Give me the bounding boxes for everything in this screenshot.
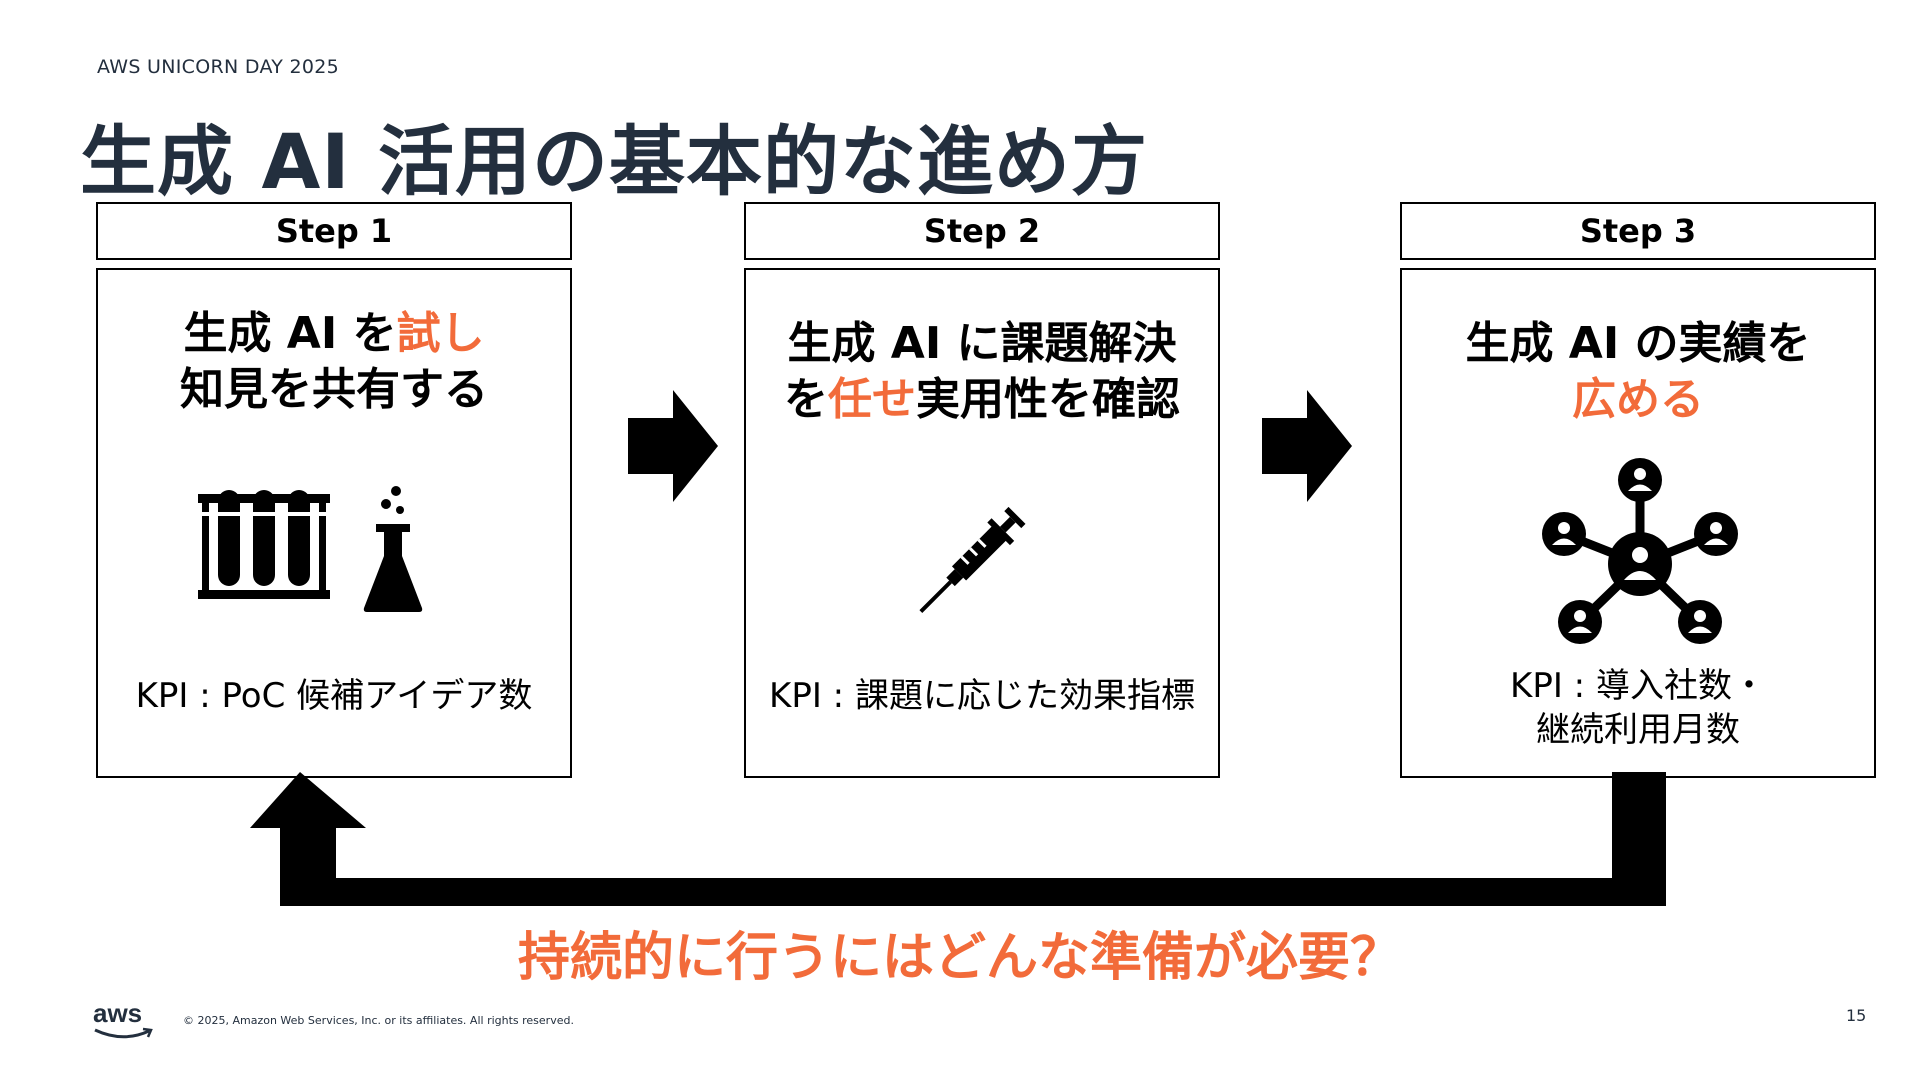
copyright-notice: © 2025, Amazon Web Services, Inc. or its… [183,1014,574,1027]
step-3-kpi: KPI : 導入社数・ 継続利用月数 [1510,666,1766,750]
step-1-title-line-2: 知見を共有する [180,364,488,415]
step-2-header: Step 2 [744,202,1220,260]
step-1-kpi: KPI : PoC 候補アイデア数 [135,676,533,716]
step-3-card: 生成 AI の実績を 広める [1400,268,1876,778]
right-arrow-icon [628,390,718,506]
step-1-title-line-1: 生成 AI を試し [183,308,485,359]
step-3-title-line-1: 生成 AI の実績を [1465,318,1811,369]
aws-logo-text: aws [93,998,143,1028]
right-arrow-icon [1262,390,1352,506]
step-3-header: Step 3 [1400,202,1876,260]
step-1-title: 生成 AI を試し 知見を共有する [98,306,570,418]
flask-icon [362,486,424,620]
step-1-card: 生成 AI を試し 知見を共有する [96,268,572,778]
aws-smile-icon [94,1027,153,1039]
step-1-column: Step 1 生成 AI を試し 知見を共有する [96,202,572,780]
network-people-icon [1540,458,1740,652]
aws-logo: aws [93,1000,155,1041]
step-3-title-line-2: 広める [1572,374,1704,425]
loop-back-arrow-icon [250,772,1702,914]
step-3-column: Step 3 生成 AI の実績を 広める [1400,202,1876,780]
event-label: AWS UNICORN DAY 2025 [97,56,340,78]
syringe-icon [911,490,1041,624]
sustainability-question: 持続的に行うにはどんな準備が必要？ [517,928,1402,988]
test-tubes-icon [198,490,330,606]
step-2-title-line-1: 生成 AI に課題解決 [787,318,1177,369]
slide-title: 生成 AI 活用の基本的な進め方 [80,117,1149,206]
step-2-title-line-2: を任せ実用性を確認 [784,374,1180,425]
step-2-column: Step 2 生成 AI に課題解決 を任せ実用性を確認 [744,202,1220,780]
step-2-title: 生成 AI に課題解決 を任せ実用性を確認 [746,316,1218,428]
step-3-title: 生成 AI の実績を 広める [1402,316,1874,428]
page-number: 15 [1846,1006,1867,1025]
step-2-card: 生成 AI に課題解決 を任せ実用性を確認 KPI : 課題に応じた効果指 [744,268,1220,778]
step-1-header: Step 1 [96,202,572,260]
step-2-kpi: KPI : 課題に応じた効果指標 [769,676,1195,716]
